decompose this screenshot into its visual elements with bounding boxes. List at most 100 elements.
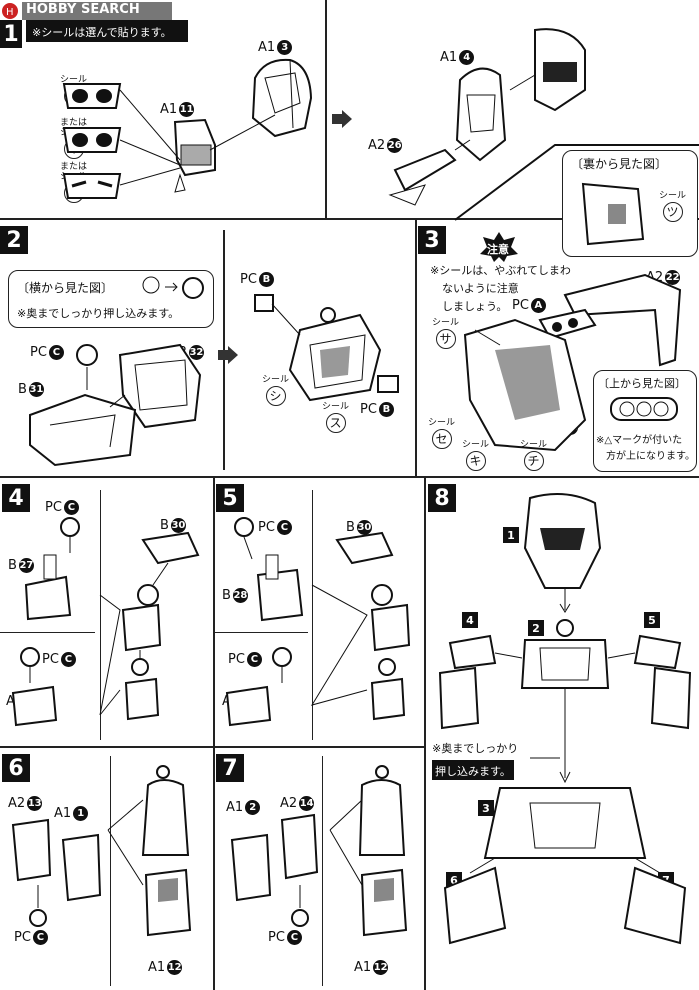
seal-stickers-eyes [62,83,122,199]
body-parts-illustration [29,343,202,467]
logo-text: HOBBY SEARCH [26,2,140,17]
leg-parts-illustration [11,765,192,937]
note-text: ※シールは選んで貼ります。 [32,26,172,39]
divider [100,490,101,740]
divider [325,0,327,218]
head-shell-illustration [251,58,313,138]
push-in-note-line: 押し込みます。 [435,765,511,778]
seal-label: シールツ [659,191,686,222]
step-number: 1 [0,20,22,48]
logo-icon: H [2,2,172,20]
callout-title: 〔上から見た図〕 [598,377,686,390]
seal-label: シールチ [520,440,547,471]
callout-note: ※奥までしっかり押し込みます。 [17,307,180,320]
assembly-leader-lines [119,89,276,186]
pc-part-top-illustration [610,397,678,421]
step-number: 7 [216,754,244,782]
seal-label: シールキ [462,440,489,471]
divider [0,746,424,748]
push-in-note-highlight: 押し込みます。 [432,760,514,780]
callout-note: ※△マークが付いた [596,435,683,446]
divider [424,478,426,990]
seal-label: シールサ [432,318,459,349]
divider [214,632,308,633]
push-in-illustration [142,276,204,299]
step-ref-badge: 4 [462,612,478,628]
arrow-right-icon [332,110,352,128]
step-ref-badge: 1 [503,527,519,543]
callout-title: 〔横から見た図〕 [17,281,114,295]
seal-label: シールシ [262,375,289,406]
divider [0,476,699,478]
arm-parts-illustration [11,517,200,727]
head-back-illustration [581,182,645,246]
divider [110,756,111,986]
callout-note: 方が上になります。 [606,451,695,462]
back-view-callout: 〔裏から見た図〕 シールツ [562,150,698,257]
seal-label: シールセ [428,418,455,449]
arm-assembly-illustration [463,273,682,452]
callout-connector [454,144,699,221]
divider [213,478,215,990]
watermark-logo: H HOBBY SEARCH [0,0,180,22]
step-number: 3 [418,226,446,254]
divider [415,220,417,476]
top-view-callout: 〔上から見た図〕 ※△マークが付いた 方が上になります。 [593,370,697,472]
step-number: 8 [428,484,456,512]
caution-note-line: しましょう。 [442,300,508,313]
callout-title: 〔裏から見た図〕 [571,157,668,171]
divider [0,632,95,633]
note-bar: ※シールは選んで貼ります。 [26,20,188,42]
side-view-callout: 〔横から見た図〕 ※奥までしっかり押し込みます。 [8,270,214,328]
divider [0,218,699,220]
face-part-illustration [173,118,216,193]
svg-text:H: H [6,7,14,18]
caution-note-line: ないように注意 [442,282,519,295]
step-ref-badge: 3 [478,800,494,816]
step-number: 5 [216,484,244,512]
arrow-right-icon [218,346,238,364]
step-ref-badge: 5 [644,612,660,628]
arm-parts-illustration [225,517,411,727]
leg-parts-illustration [230,765,408,937]
divider [322,756,323,986]
step-number: 4 [2,484,30,512]
caution-note-line: ※シールは、やぶれてしまわ [430,264,571,277]
step-number: 2 [0,226,28,254]
push-in-note-line: ※奥までしっかり [432,742,519,755]
seal-label: シールス [322,402,349,433]
caution-burst-icon [480,232,518,262]
final-assembly-illustration [438,493,692,945]
caution-text: 注意 [487,243,509,256]
body-assembly-illustration [254,294,399,402]
caution-badge: 注意 [480,232,518,262]
step-ref-badge: 2 [528,620,544,636]
divider [312,490,313,740]
step-number: 6 [2,754,30,782]
